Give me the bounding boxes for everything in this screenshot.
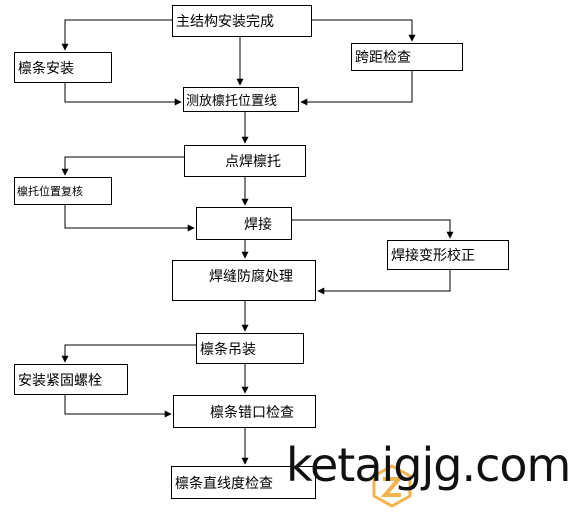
- node-span-check: 跨距检查: [351, 43, 463, 71]
- arrow-spot-weld-to-recheck: [61, 156, 184, 176]
- arrow-main-to-purlin-install: [61, 19, 172, 51]
- arrow-bolts-to-misalignment: [64, 395, 172, 418]
- node-label: 檩条直线度检查: [175, 475, 273, 492]
- node-label: 主结构安装完成: [176, 14, 274, 30]
- node-label: 檩条安装: [18, 60, 74, 77]
- watermark-text: ketaigjg.com: [286, 438, 569, 492]
- arrow-span-check-to-measure: [300, 71, 413, 106]
- arrow-hoisting-to-bolts: [61, 344, 196, 363]
- node-label: 安装紧固螺栓: [18, 372, 102, 389]
- node-install-tighten-bolts: 安装紧固螺栓: [14, 364, 128, 395]
- arrow-correction-to-anticorrosion: [317, 270, 451, 295]
- node-purlin-install: 檩条安装: [14, 52, 112, 83]
- node-label: 点焊檩托: [225, 154, 281, 170]
- node-label: 檩托位置复核: [17, 185, 83, 198]
- node-purlin-hoisting: 檩条吊装: [196, 333, 304, 364]
- node-label: 檩条吊装: [200, 341, 256, 358]
- node-weld-deformation-correction: 焊接变形校正: [387, 240, 509, 270]
- node-support-position-recheck: 檩托位置复核: [14, 177, 112, 205]
- node-label: 焊接变形校正: [391, 248, 475, 264]
- node-label: 跨距检查: [355, 50, 411, 66]
- node-label: 檩条错口检查: [210, 404, 294, 421]
- node-weld-seam-anticorrosion: 焊缝防腐处理: [172, 260, 316, 301]
- node-spot-weld-support: 点焊檩托: [184, 145, 306, 177]
- node-label: 焊接: [244, 216, 272, 233]
- arrow-recheck-to-welding: [64, 205, 195, 232]
- arrow-main-to-span-check: [312, 19, 416, 42]
- arrow-welding-to-correction: [292, 219, 454, 239]
- node-purlin-straightness-check: 檩条直线度检查: [171, 466, 316, 499]
- node-measure-support-position: 测放檩托位置线: [183, 87, 299, 112]
- arrow-purlin-install-to-measure: [64, 83, 182, 106]
- node-purlin-misalignment-check: 檩条错口检查: [173, 395, 316, 428]
- watermark-logo-icon: [372, 464, 412, 508]
- node-label: 焊缝防腐处理: [209, 269, 293, 285]
- node-welding: 焊接: [196, 207, 292, 240]
- node-main-structure-complete: 主结构安装完成: [172, 5, 312, 37]
- node-label: 测放檩托位置线: [186, 94, 278, 109]
